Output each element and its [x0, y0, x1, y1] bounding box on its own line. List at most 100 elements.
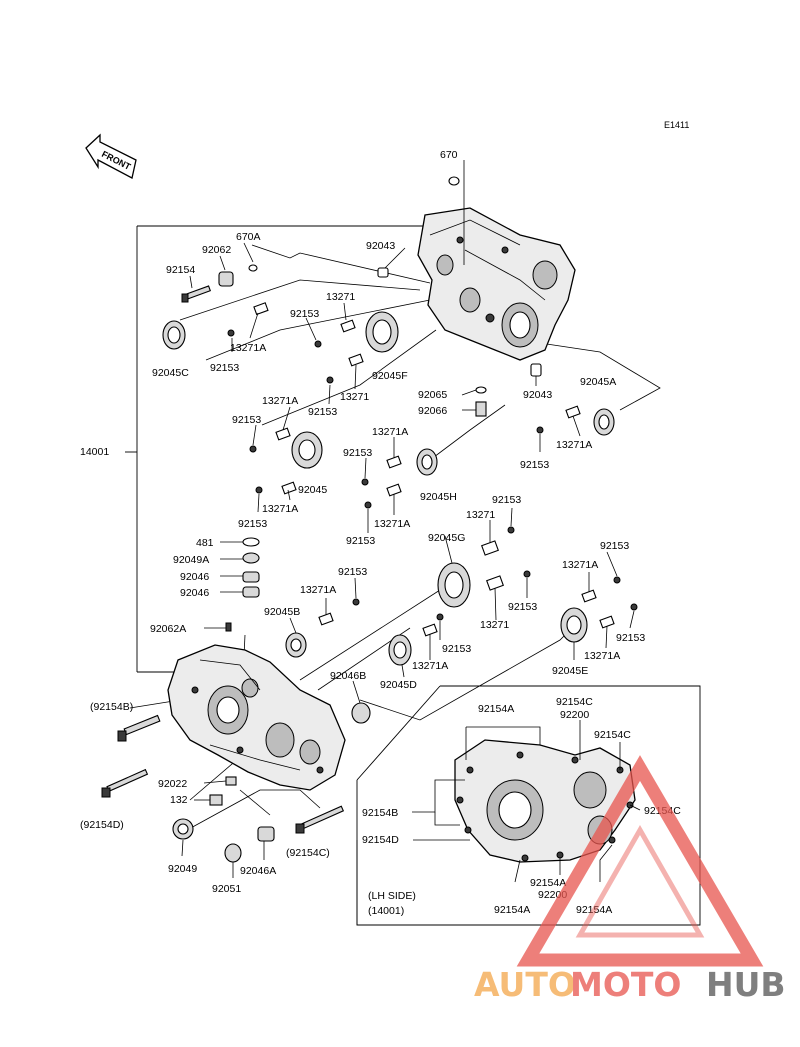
label-13271-b: 13271 — [340, 391, 369, 403]
collar-92046B — [351, 702, 371, 724]
bolt-92154D — [101, 768, 149, 798]
assembly-bracket-14001 — [125, 225, 430, 673]
label-14001: 14001 — [80, 446, 109, 458]
lh-label-92154C-b: 92154C — [594, 729, 631, 741]
watermark-text-hub: HUB — [706, 965, 786, 1004]
label-13271A-c: 13271A — [262, 395, 298, 407]
seal-92045C — [162, 320, 186, 350]
label-670A: 670A — [236, 231, 261, 243]
lh-label-92154C-a: 92154C — [556, 696, 593, 708]
label-92046A: 92046A — [240, 865, 276, 877]
lh-side-case — [454, 739, 636, 863]
label-92043-top: 92043 — [366, 240, 395, 252]
fitting-92022 — [225, 776, 237, 786]
diagram-code: E1411 — [664, 120, 689, 130]
screws-92153-middle — [249, 426, 638, 621]
label-92153-c: 92153 — [308, 406, 337, 418]
label-92045C: 92045C — [152, 367, 189, 379]
label-92045A: 92045A — [580, 376, 616, 388]
lh-label-92154A-d: 92154A — [576, 904, 612, 916]
collar-92046A — [257, 826, 275, 842]
label-92153-e: 92153 — [232, 414, 261, 426]
label-92046B: 92046B — [330, 670, 366, 682]
label-670: 670 — [440, 149, 458, 161]
bearing-92045G — [437, 562, 471, 608]
label-92153-f: 92153 — [238, 518, 267, 530]
bolt-92154 — [181, 285, 212, 303]
label-92153-n: 92153 — [442, 643, 471, 655]
plug-92066 — [475, 401, 487, 417]
plates-13271-middle — [275, 405, 615, 637]
label-13271A-f: 13271A — [374, 518, 410, 530]
seal-92051 — [224, 843, 242, 863]
label-92153-i: 92153 — [492, 494, 521, 506]
seal-92045B — [285, 632, 307, 658]
oring-670 — [448, 176, 460, 186]
watermark-logo: AUTO MOTO HUB — [474, 755, 786, 1004]
dowel-92043-top — [377, 267, 389, 278]
label-92051: 92051 — [212, 883, 241, 895]
label-92045E: 92045E — [552, 665, 588, 677]
label-13271A-h: 13271A — [300, 584, 336, 596]
label-92154C-bolt: (92154C) — [286, 847, 330, 859]
stack-481-92049A-92046 — [242, 537, 260, 598]
label-92046-a: 92046 — [180, 571, 209, 583]
label-92045B: 92045B — [264, 606, 300, 618]
seal-92045H — [416, 448, 438, 476]
watermark-text-moto: MOTO — [570, 965, 681, 1004]
screws-92153-upper — [227, 329, 334, 384]
lh-label-92154B: 92154B — [362, 807, 398, 819]
label-92022: 92022 — [158, 778, 187, 790]
pin-92062A — [225, 622, 232, 632]
bolt-92154B — [117, 714, 161, 742]
label-481: 481 — [196, 537, 214, 549]
label-92049A: 92049A — [173, 554, 209, 566]
label-92062: 92062 — [202, 244, 231, 256]
label-92045H: 92045H — [420, 491, 457, 503]
bearing-92045F — [365, 311, 399, 353]
bearing-92045 — [291, 431, 323, 469]
watermark-text-auto: AUTO — [474, 965, 576, 1004]
lh-label-92154A-top: 92154A — [478, 703, 514, 715]
oring-670A — [248, 264, 258, 272]
label-92153-g: 92153 — [343, 447, 372, 459]
dowel-92043-mid — [530, 363, 542, 377]
plates-13271 — [253, 302, 364, 367]
right-crankcase — [417, 207, 576, 361]
label-92043-mid: 92043 — [523, 389, 552, 401]
bolt-92154C — [295, 805, 345, 834]
label-92153-d: 92153 — [520, 459, 549, 471]
seal-92045A — [593, 408, 615, 436]
seal-92045D — [388, 634, 412, 666]
label-13271A-e: 13271A — [372, 426, 408, 438]
lh-label-92154A-c: 92154A — [494, 904, 530, 916]
label-13271-a: 13271 — [326, 291, 355, 303]
lh-side-title: (LH SIDE) — [368, 890, 416, 902]
label-92153-l: 92153 — [508, 601, 537, 613]
label-92065: 92065 — [418, 389, 447, 401]
label-92046-b: 92046 — [180, 587, 209, 599]
label-132: 132 — [170, 794, 188, 806]
label-13271A-j: 13271A — [584, 650, 620, 662]
bearing-92045E — [560, 607, 588, 643]
label-leaders — [181, 160, 635, 878]
label-92045F: 92045F — [372, 370, 408, 382]
label-92153-a: 92153 — [290, 308, 319, 320]
label-92045: 92045 — [298, 484, 327, 496]
label-92153-j: 92153 — [600, 540, 629, 552]
label-13271-d: 13271 — [480, 619, 509, 631]
label-13271A-a: 13271A — [230, 342, 266, 354]
label-92045G: 92045G — [428, 532, 465, 544]
label-13271A-b: 13271A — [556, 439, 592, 451]
lh-side-box — [356, 685, 701, 926]
front-arrow-icon: FRONT — [85, 133, 137, 179]
label-92154B: (92154B) — [90, 701, 133, 713]
washer-92065 — [475, 386, 487, 394]
lh-label-92154A-b: 92154A — [530, 877, 566, 889]
label-92062A: 92062A — [150, 623, 186, 635]
seal-92049 — [172, 818, 194, 840]
fitting-92062 — [218, 271, 234, 287]
label-92153-b: 92153 — [210, 362, 239, 374]
lh-label-92154D: 92154D — [362, 834, 399, 846]
